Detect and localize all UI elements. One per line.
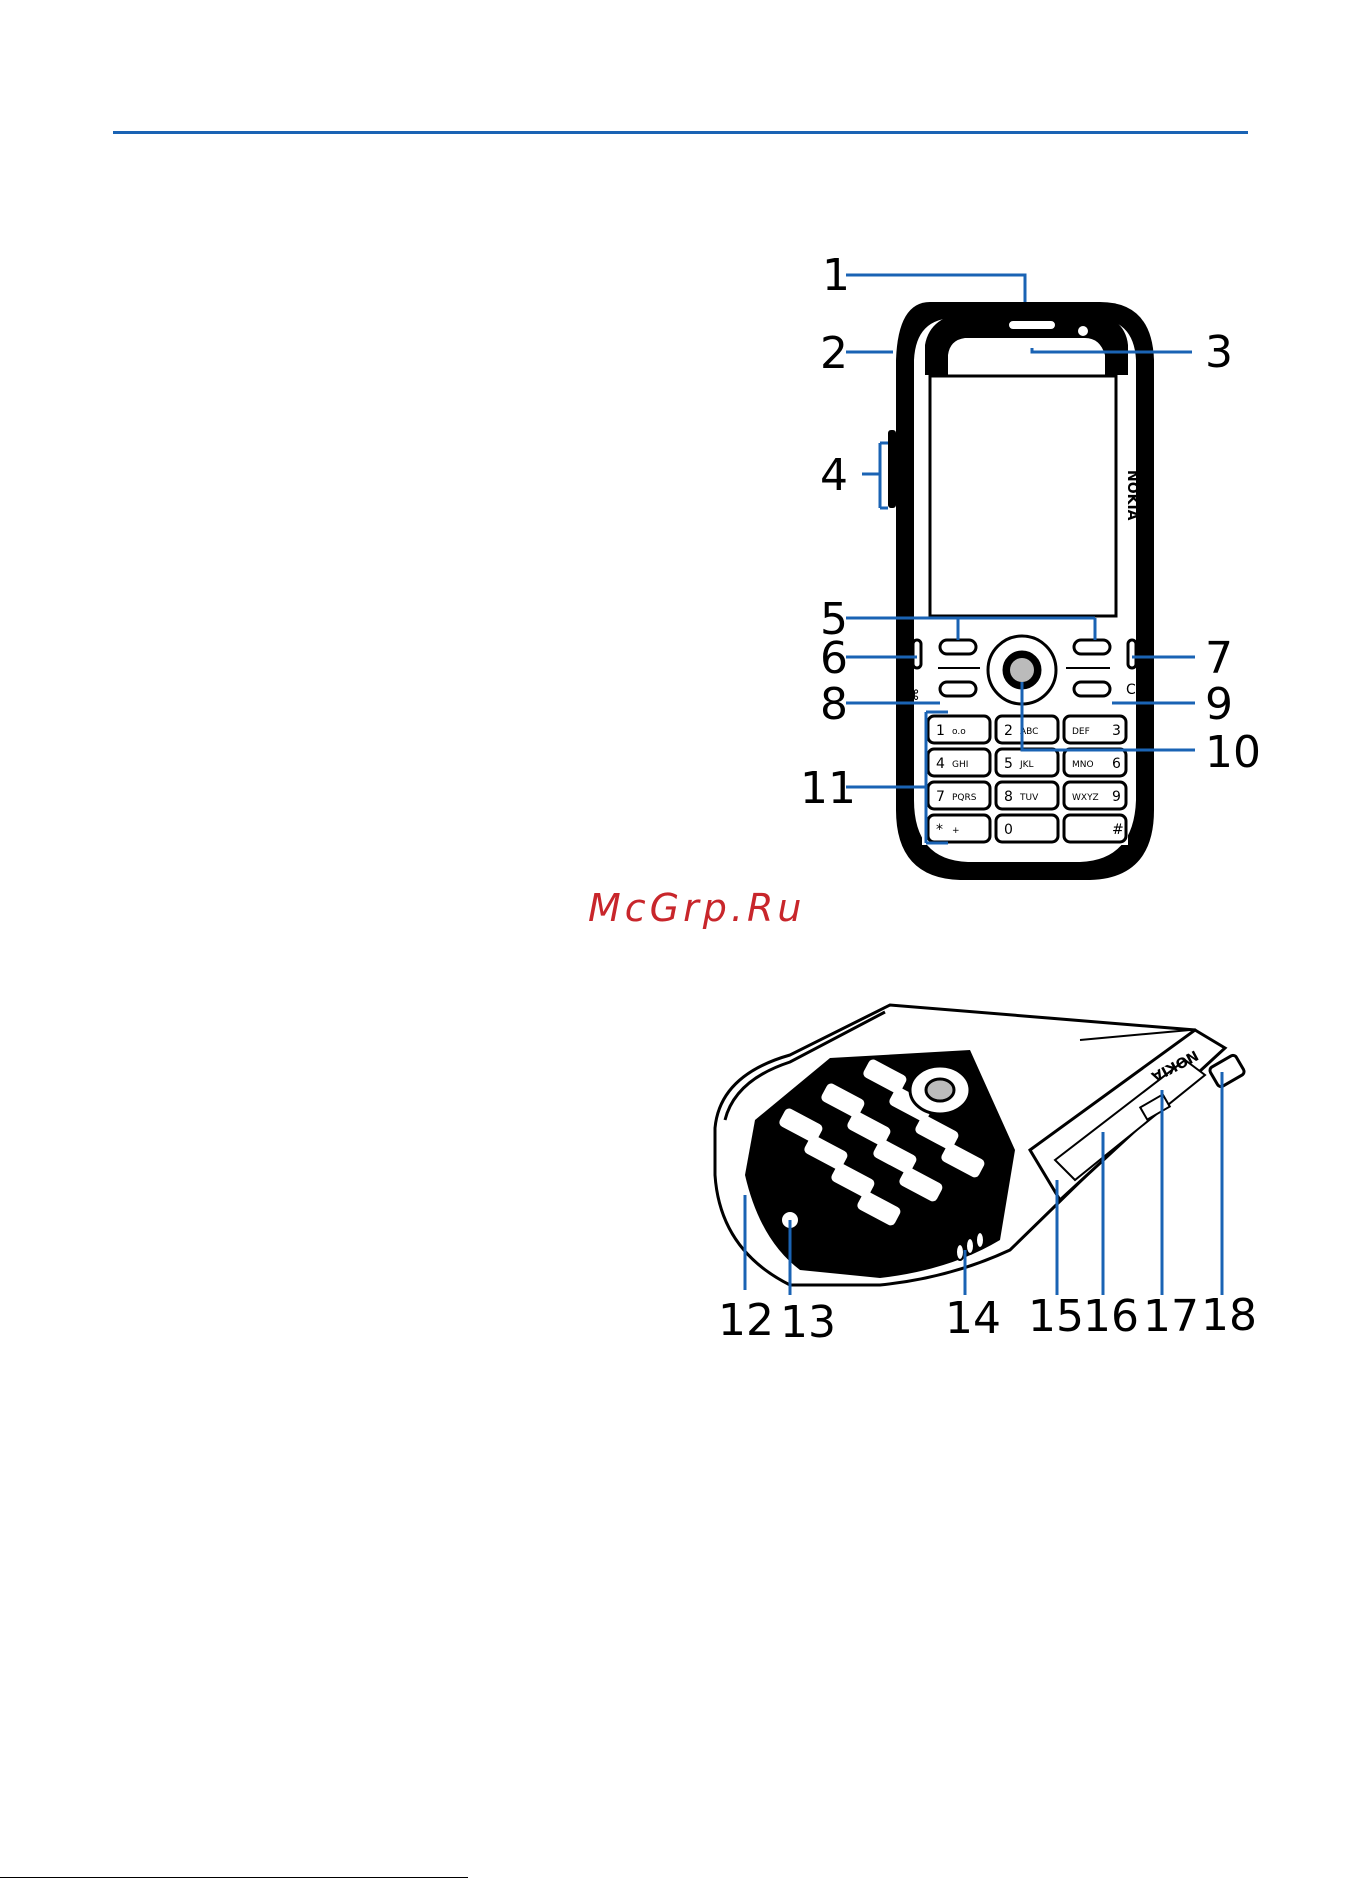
key-digit: 7 — [936, 789, 945, 805]
volume-keys — [888, 430, 896, 508]
callout-10: 10 — [1205, 727, 1261, 778]
callout-7: 7 — [1205, 633, 1233, 684]
keypad-key-star: *+ — [928, 815, 990, 842]
key-digit: 6 — [1112, 756, 1121, 772]
key-letters: DEF — [1072, 727, 1090, 737]
phone-bottom-view: NOKIA — [715, 1005, 1245, 1285]
key-letters: o.o — [952, 727, 966, 737]
key-digit: 0 — [1004, 822, 1013, 838]
callout-12: 12 — [718, 1295, 774, 1346]
key-letters: MNO — [1072, 760, 1094, 770]
keypad-key-1: 1 o.o — [928, 716, 990, 743]
key-digit: 2 — [1004, 723, 1013, 739]
key-digit: 9 — [1112, 789, 1121, 805]
keypad-key-hash: # — [1064, 815, 1126, 842]
callout-16: 16 — [1083, 1291, 1139, 1342]
callout-9: 9 — [1205, 679, 1233, 730]
keypad-key-6: 6 MNO — [1064, 749, 1126, 776]
key-letters: JKL — [1019, 760, 1034, 770]
key-digit: 4 — [936, 756, 945, 772]
bottom-callout-numbers: 12 13 14 15 16 17 18 — [718, 1290, 1257, 1348]
key-letters: + — [952, 826, 960, 836]
key-letters: WXYZ — [1072, 793, 1099, 803]
callout-3: 3 — [1205, 327, 1233, 378]
callout-18: 18 — [1201, 1290, 1257, 1341]
keypad-key-5: 5 JKL — [996, 749, 1058, 776]
keypad-key-0: 0 — [996, 815, 1058, 842]
keypad-key-4: 4 GHI — [928, 749, 990, 776]
watermark-text: McGrp.Ru — [588, 886, 805, 930]
footer-rule — [0, 1877, 468, 1878]
callout-17: 17 — [1143, 1291, 1199, 1342]
key-letters: GHI — [952, 760, 968, 770]
nokia-logo: NOKIA — [1124, 470, 1140, 521]
light-sensor-icon — [1077, 325, 1089, 337]
key-digit: 1 — [936, 723, 945, 739]
callout-14: 14 — [945, 1293, 1001, 1344]
clear-key-label: C — [1126, 682, 1136, 698]
keypad-key-8: 8 TUV — [996, 782, 1058, 809]
callout-2: 2 — [820, 328, 848, 379]
key-digit: # — [1112, 822, 1124, 838]
key-letters: TUV — [1019, 793, 1039, 803]
callout-4: 4 — [820, 450, 848, 501]
key-digit: 3 — [1112, 723, 1121, 739]
key-letters: PQRS — [952, 793, 977, 803]
callout-1: 1 — [822, 250, 850, 301]
callout-8: 8 — [820, 679, 848, 730]
keypad-key-7: 7 PQRS — [928, 782, 990, 809]
key-digit: 8 — [1004, 789, 1013, 805]
phone-screen — [930, 376, 1116, 616]
key-digit: 5 — [1004, 756, 1013, 772]
keypad-key-3: 3 DEF — [1064, 716, 1126, 743]
callout-15: 15 — [1028, 1291, 1084, 1342]
key-digit: * — [936, 822, 943, 838]
callout-11: 11 — [800, 763, 856, 814]
keypad-key-9: 9 WXYZ — [1064, 782, 1126, 809]
earpiece-icon — [1008, 320, 1056, 330]
callout-13: 13 — [780, 1297, 836, 1348]
callout-6: 6 — [820, 633, 848, 684]
